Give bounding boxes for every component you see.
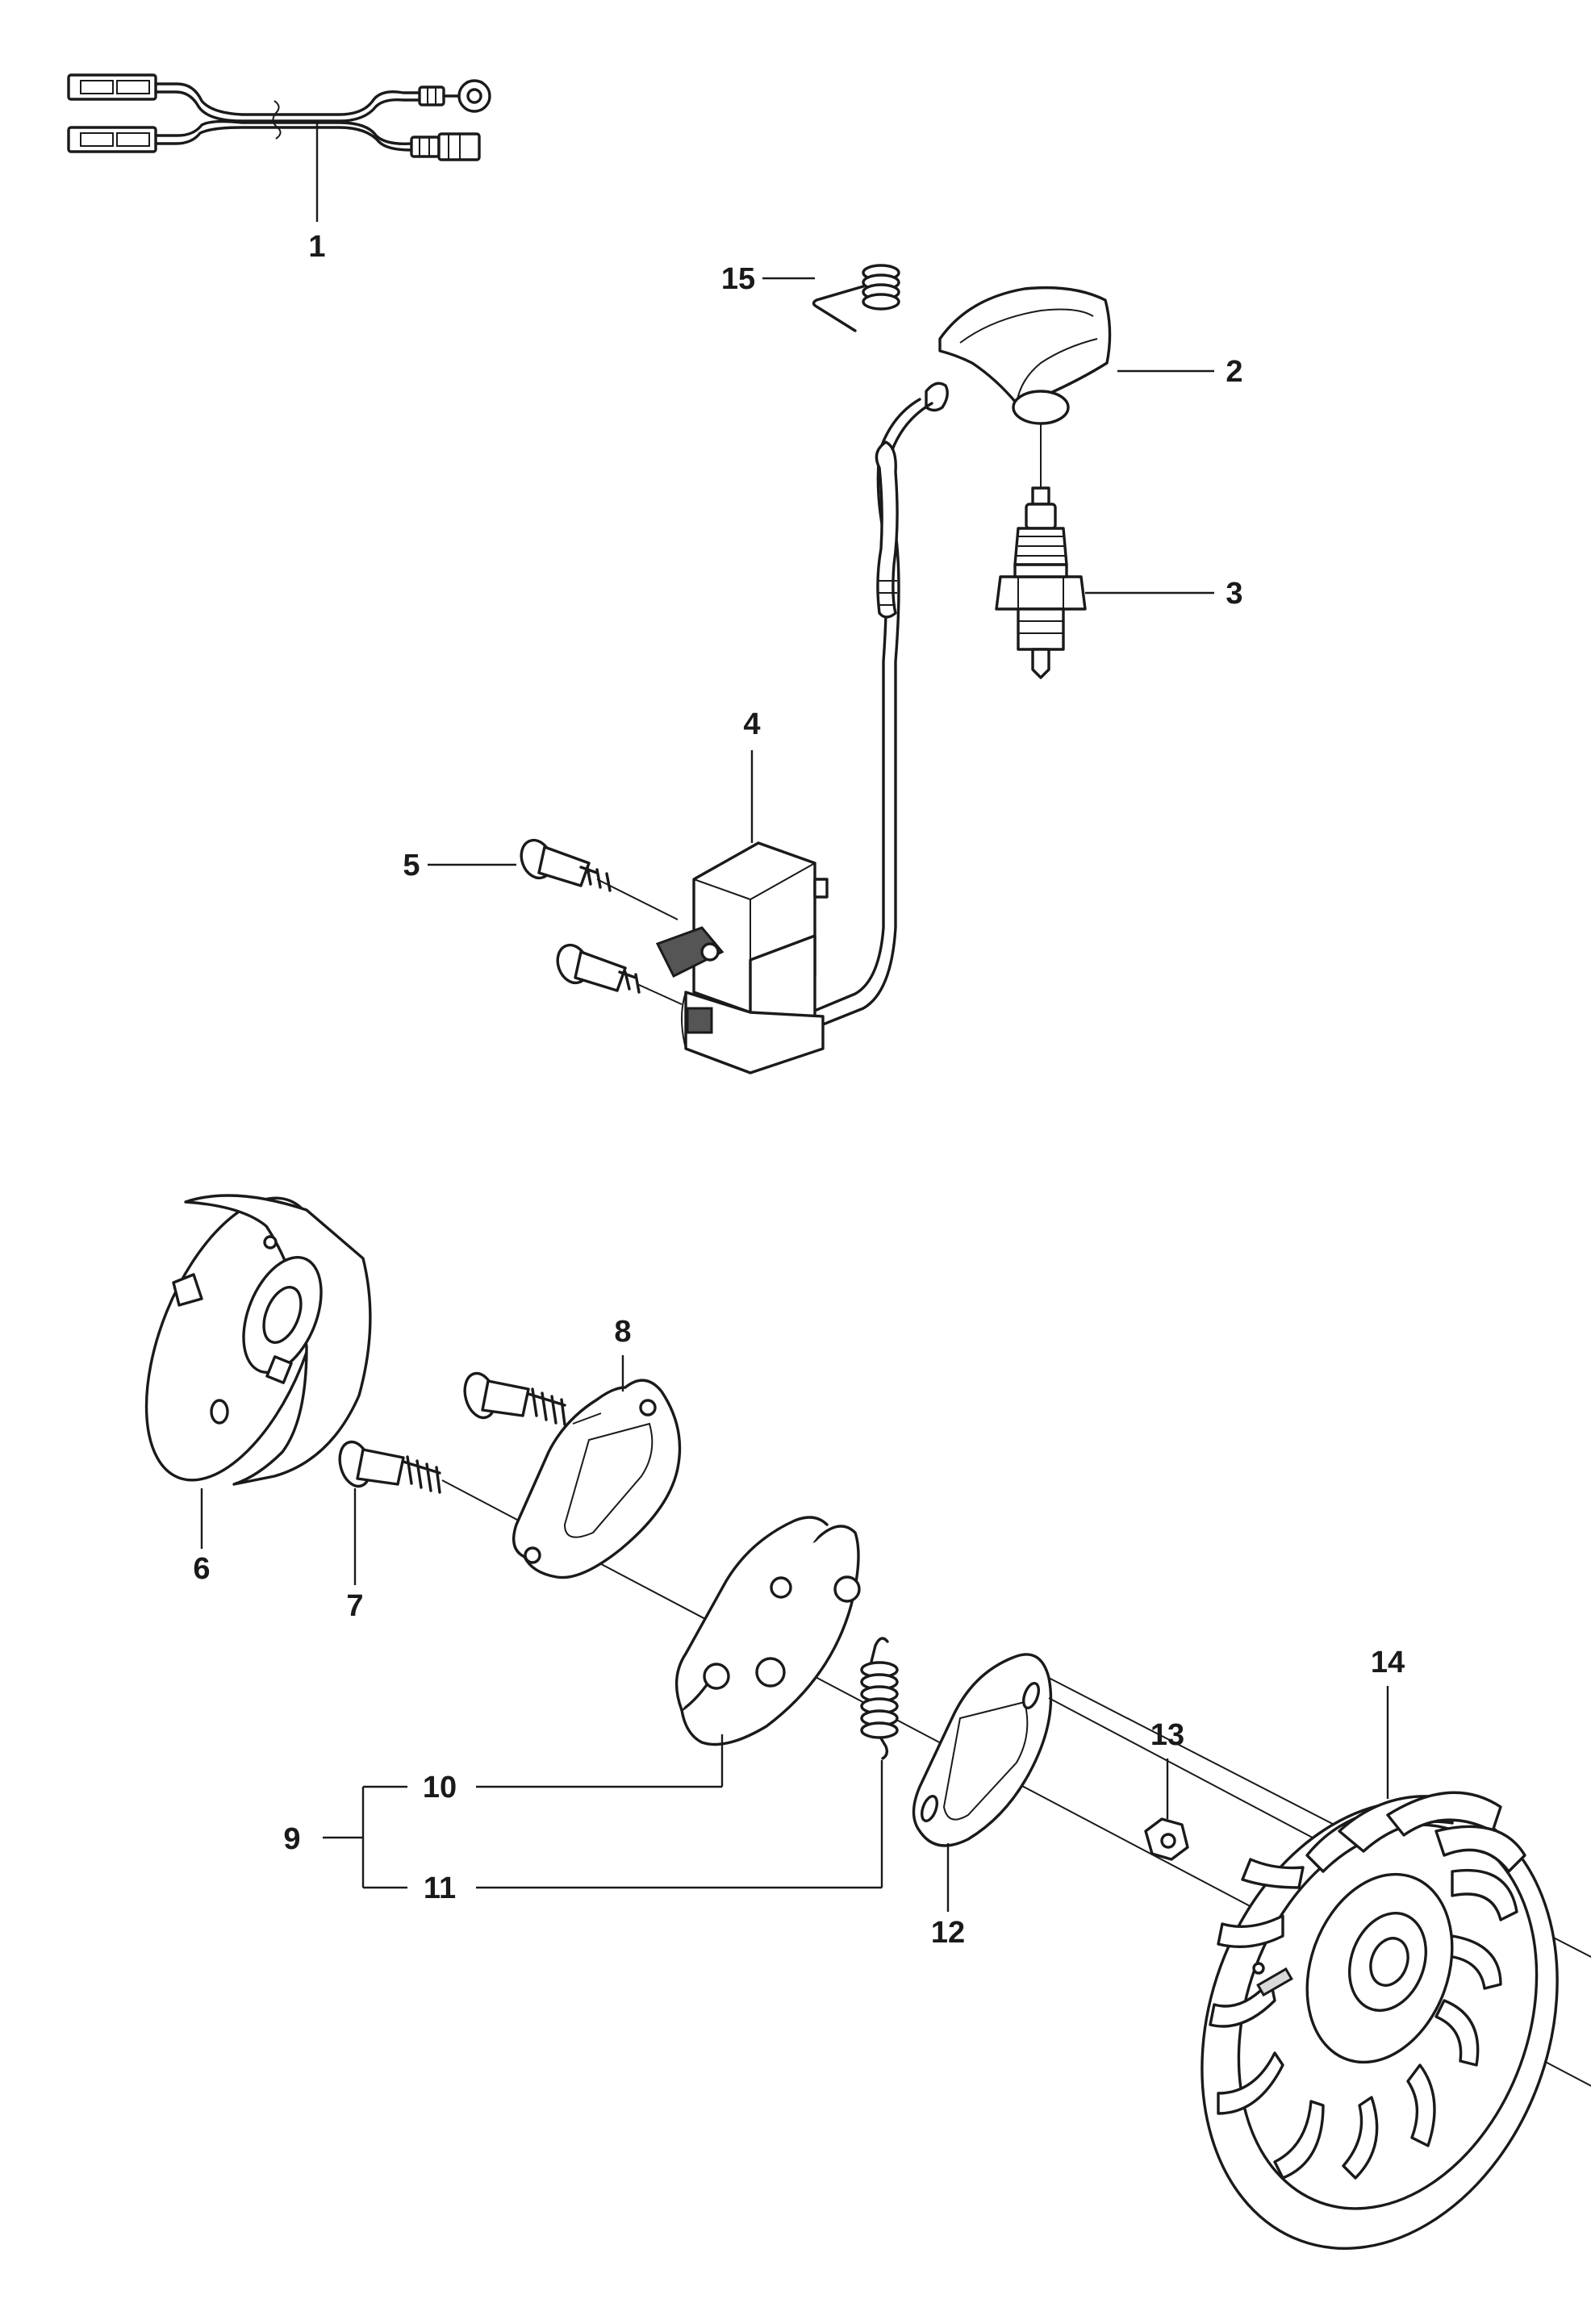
callout-6: 6 bbox=[193, 1552, 210, 1586]
part-2-spark-plug-cap bbox=[925, 286, 1112, 425]
part-7-clutch-screws bbox=[338, 1371, 566, 1494]
part-11-clutch-spring bbox=[860, 1637, 899, 1760]
part-5-coil-screws bbox=[520, 838, 641, 994]
callout-15: 15 bbox=[721, 262, 755, 296]
callout-12: 12 bbox=[931, 1916, 965, 1950]
callout-14: 14 bbox=[1371, 1646, 1405, 1679]
callout-4: 4 bbox=[743, 707, 760, 741]
part-3-spark-plug bbox=[995, 486, 1087, 679]
callout-7: 7 bbox=[346, 1589, 363, 1623]
part-8-clutch-plate bbox=[512, 1379, 682, 1579]
part-6-clutch-drum bbox=[144, 1194, 372, 1486]
callout-2: 2 bbox=[1226, 355, 1242, 389]
part-14-flywheel bbox=[1201, 1791, 1559, 2250]
callout-3: 3 bbox=[1226, 577, 1242, 611]
part-9-bracket bbox=[323, 1785, 407, 1889]
part-10-clutch-shoe bbox=[674, 1516, 861, 1746]
callout-11: 11 bbox=[424, 1871, 456, 1905]
callout-13: 13 bbox=[1150, 1718, 1184, 1752]
callout-9: 9 bbox=[283, 1822, 300, 1856]
part-12-plate bbox=[912, 1653, 1053, 1847]
callout-10: 10 bbox=[423, 1771, 457, 1805]
ignition-lead bbox=[815, 398, 933, 1026]
callout-1: 1 bbox=[308, 230, 325, 264]
part-1-wire-harness bbox=[67, 73, 491, 161]
callout-5: 5 bbox=[403, 849, 420, 882]
part-13-nut bbox=[1144, 1817, 1189, 1861]
part-15-spring-clip bbox=[812, 264, 900, 332]
part-4-ignition-coil bbox=[655, 841, 829, 1074]
callout-8: 8 bbox=[614, 1315, 631, 1349]
